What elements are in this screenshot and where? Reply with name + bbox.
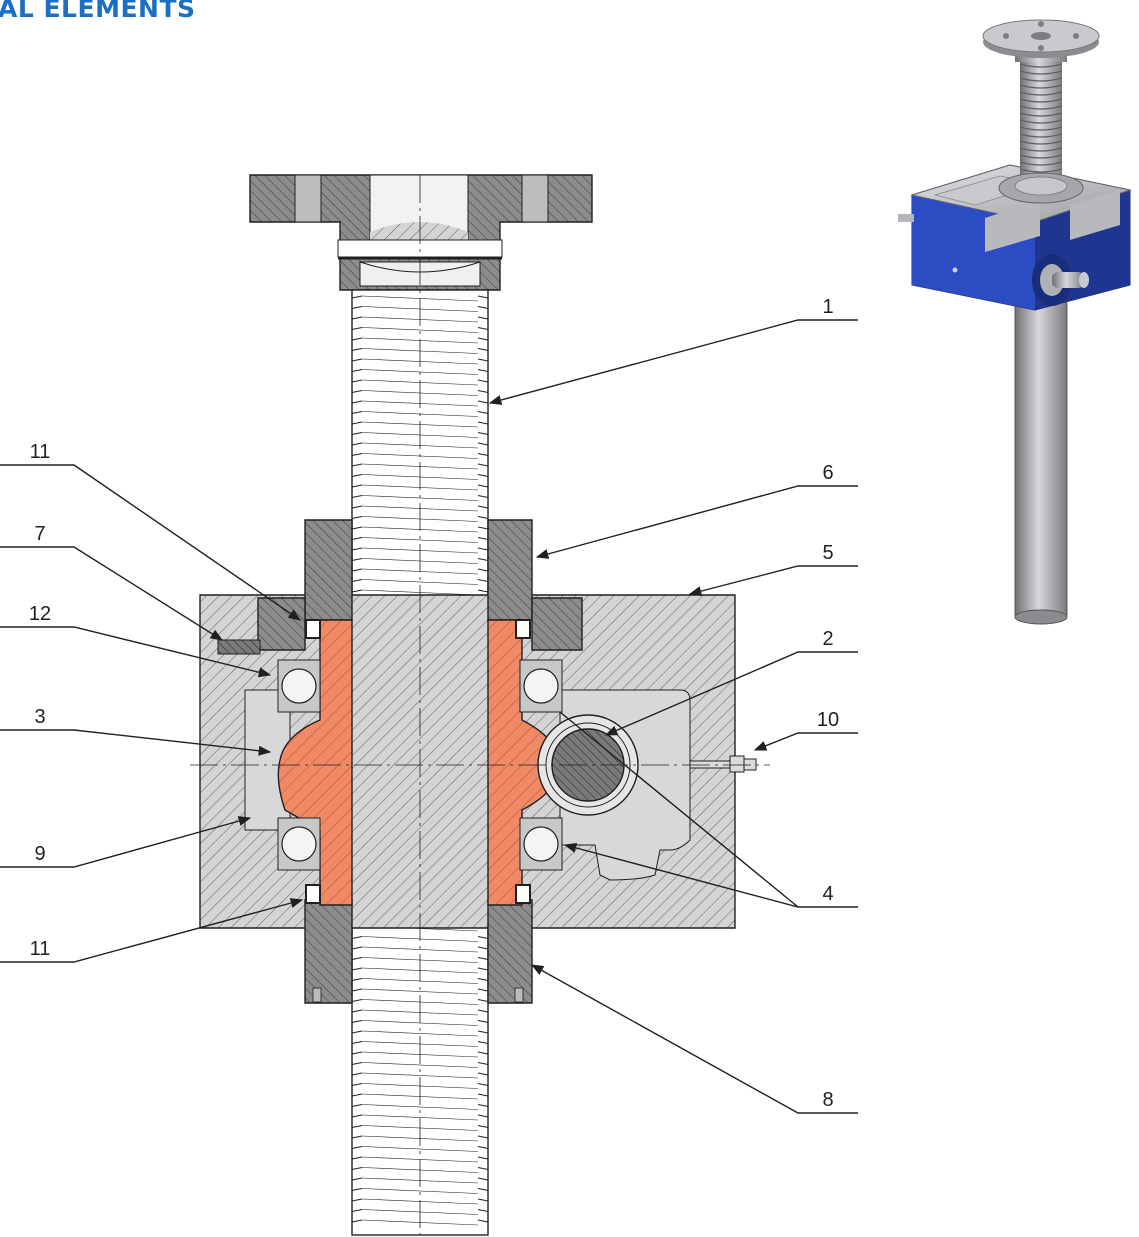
callout-1: 1 <box>822 296 833 318</box>
lubrication-nipple <box>689 755 757 773</box>
callout-4: 4 <box>822 883 833 905</box>
callout-5: 5 <box>822 542 833 564</box>
callout-leaders <box>0 319 858 1114</box>
callout-11-top: 11 <box>30 441 51 463</box>
screw-jack-render <box>898 19 1132 625</box>
callout-2: 2 <box>822 628 833 650</box>
top-flange <box>249 174 593 291</box>
callout-9: 9 <box>34 843 45 865</box>
seals <box>305 619 531 904</box>
callout-8: 8 <box>822 1089 833 1111</box>
worm-shaft <box>537 714 639 816</box>
callout-7: 7 <box>34 523 45 545</box>
callout-3: 3 <box>34 706 45 728</box>
callout-6: 6 <box>822 462 833 484</box>
callout-10: 10 <box>817 709 839 731</box>
cover-screw <box>217 639 261 655</box>
upper-cover <box>257 519 583 651</box>
section-heading: AL ELEMENTS <box>0 0 196 23</box>
lower-cover <box>304 899 533 1004</box>
bearings <box>277 659 563 871</box>
callout-labels: 1 2 3 4 5 6 7 8 9 10 11 11 12 <box>29 296 839 1111</box>
callout-12: 12 <box>29 603 51 625</box>
callout-11-bottom: 11 <box>30 938 51 960</box>
